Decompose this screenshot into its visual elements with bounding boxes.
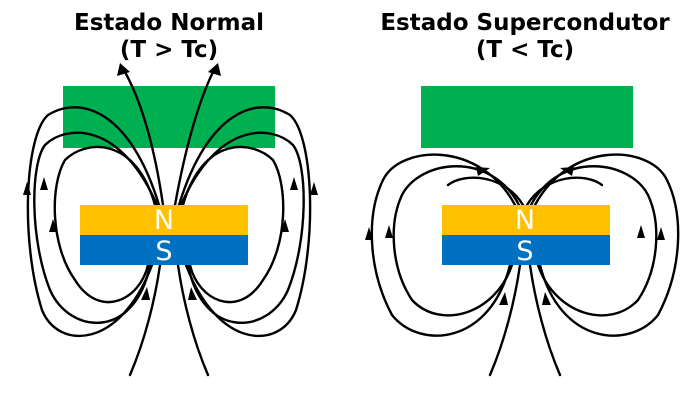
field-lines-superconducting <box>370 153 680 377</box>
north-pole-label: N <box>154 205 174 236</box>
panel-superconducting-temperature: (T < Tc) <box>476 37 574 63</box>
arrow-icon <box>290 177 298 190</box>
arrow-icon <box>40 177 48 190</box>
arrow-icon <box>117 63 130 76</box>
arrow-icon <box>208 63 221 76</box>
arrow-icon <box>141 287 150 300</box>
south-pole-label: S <box>516 236 533 267</box>
arrow-icon <box>188 287 197 300</box>
arrow-icon <box>499 292 508 305</box>
superconductor-block-superconducting <box>421 86 633 148</box>
arrow-icon <box>281 219 289 232</box>
field-arrows-normal <box>23 63 318 300</box>
arrow-icon <box>365 227 373 240</box>
arrow-icon <box>560 167 574 176</box>
panel-normal-title: Estado Normal <box>74 10 264 36</box>
arrow-icon <box>23 182 31 195</box>
bar-magnet-superconducting: N S <box>442 205 610 267</box>
panel-normal-state: Estado Normal (T > Tc) <box>23 10 318 377</box>
panel-superconducting-title: Estado Supercondutor <box>380 10 670 36</box>
arrow-icon <box>542 292 551 305</box>
arrow-icon <box>49 219 57 232</box>
bar-magnet-normal: N S <box>80 205 248 267</box>
arrow-icon <box>476 167 490 176</box>
south-pole <box>80 235 248 265</box>
south-pole <box>442 235 610 265</box>
north-pole-label: N <box>515 205 535 236</box>
field-arrows-superconducting <box>365 167 665 305</box>
panel-normal-temperature: (T > Tc) <box>120 37 218 63</box>
arrow-icon <box>385 225 393 238</box>
north-pole <box>442 205 610 235</box>
arrow-icon <box>310 182 318 195</box>
arrow-icon <box>637 225 645 238</box>
superconductor-block-normal <box>63 86 275 148</box>
panel-superconducting-state: Estado Supercondutor (T < Tc) <box>365 10 680 377</box>
south-pole-label: S <box>155 236 172 267</box>
arrow-icon <box>657 227 665 240</box>
north-pole <box>80 205 248 235</box>
